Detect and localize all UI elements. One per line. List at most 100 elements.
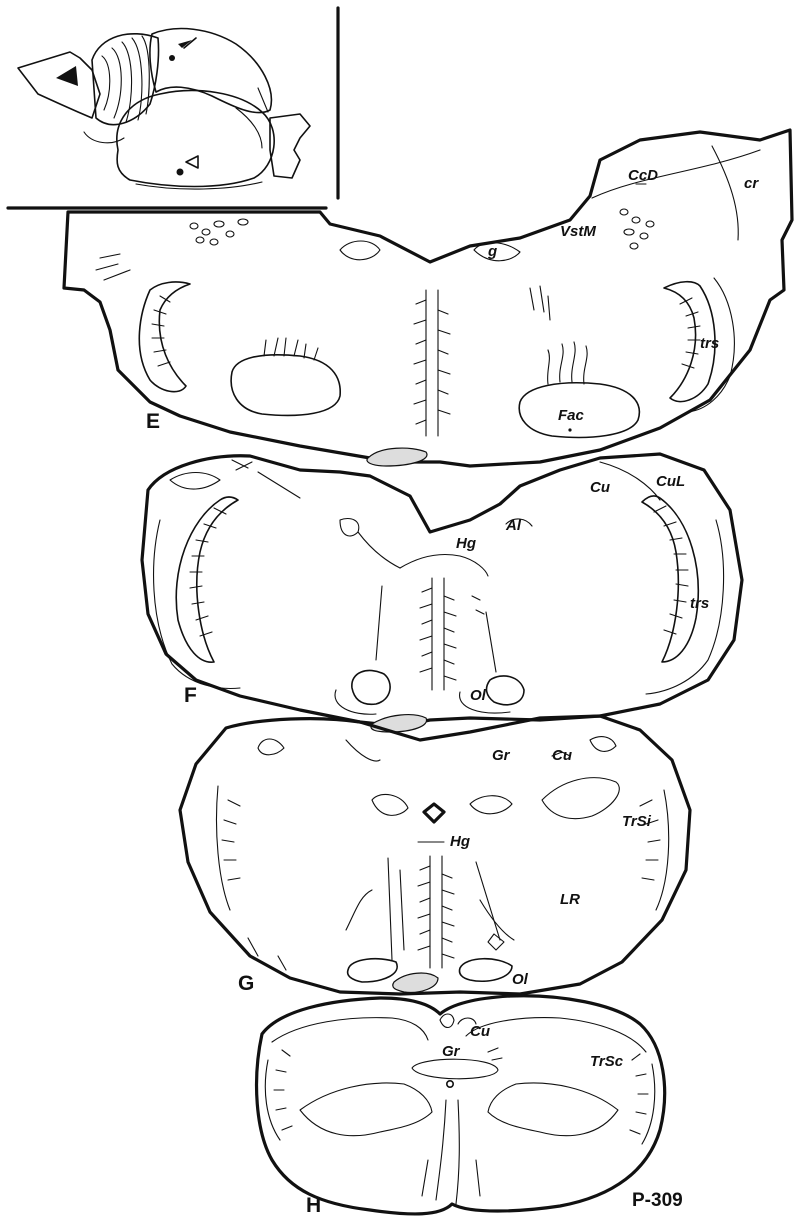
g-pyramid-blob [393, 973, 438, 992]
f-trigeminal-right [642, 496, 698, 662]
f-trigeminal-left [176, 497, 238, 662]
f-label-trs: trs [690, 595, 709, 612]
h-right-inner-ring [466, 1018, 646, 1052]
f-dorsal-line-left [258, 472, 300, 498]
section-f-letter: F [184, 684, 197, 707]
section-f-outline [142, 454, 742, 726]
inset-base-line [136, 182, 262, 189]
figure-id: P-309 [632, 1190, 683, 1211]
f-left-outer-tract [154, 520, 240, 688]
inset-arrowhead-black [56, 66, 78, 86]
section-g-letter: G [238, 972, 254, 995]
g-dorsal-line-left [346, 740, 380, 761]
f-right-marks [472, 596, 484, 614]
g-right-pericanal [470, 796, 512, 814]
e-label-ccd: CcD [628, 167, 658, 184]
inset-line-upper [258, 88, 268, 112]
e-left-nucleus-rootlets [264, 338, 318, 360]
e-facial-rootlets [548, 342, 588, 384]
h-central-canal [447, 1081, 453, 1087]
g-label-trsi: TrSi [622, 813, 652, 830]
f-label-hg: Hg [456, 535, 476, 552]
f-raphe-hatch [420, 588, 456, 680]
e-lateral-marks [96, 254, 130, 280]
section-h: Gr Cu TrSc H [257, 996, 665, 1217]
e-dorsal-cell-clusters-right [620, 209, 654, 249]
h-label-cu: Cu [470, 1023, 490, 1040]
g-central-canal [424, 804, 444, 822]
g-olive-left [348, 959, 398, 982]
g-dorsal-patch-left [258, 739, 284, 755]
h-gracile-mark [440, 1014, 454, 1028]
h-speckle-marks [488, 1048, 502, 1060]
h-lateral-tracts [265, 1060, 654, 1144]
f-olive-left [352, 670, 390, 704]
f-central-arc [400, 555, 488, 577]
inset-dot-upper [169, 55, 175, 61]
inset-arrow-open [186, 156, 198, 168]
section-e-letter: E [146, 410, 160, 433]
e-dorsal-cell-clusters-left [190, 219, 248, 245]
g-olive-right [459, 959, 512, 982]
g-dorsal-patch-right [590, 737, 616, 752]
e-left-nucleus [231, 355, 340, 416]
g-label-lr: LR [560, 891, 580, 908]
e-label-cr: cr [744, 175, 759, 192]
f-dorsal-patch-left [170, 473, 220, 490]
brain-rostral-outline [18, 52, 100, 118]
e-label-trs: trs [700, 335, 719, 352]
e-cr-boundary [712, 146, 738, 240]
section-h-outline [257, 996, 665, 1214]
h-grey-right-wing [488, 1083, 618, 1136]
f-left-dorsal-ring [340, 519, 359, 537]
f-trs-tract-line [646, 520, 724, 694]
brain-caudal-outline [270, 114, 310, 178]
e-label-vstm: VstM [560, 223, 596, 240]
g-trsi-tract [656, 790, 669, 910]
h-grey-left-wing [300, 1083, 432, 1136]
e-speck [568, 428, 571, 431]
f-label-ol: Ol [470, 687, 487, 704]
g-midline-raphe [430, 856, 442, 968]
h-ventral-columns [422, 1160, 480, 1196]
h-central-grey [412, 1059, 498, 1079]
g-label-hg: Hg [450, 833, 470, 850]
e-vestibular-left-patch [340, 241, 380, 260]
g-label-gr: Gr [492, 747, 511, 764]
brainstem-inset-curve [84, 132, 124, 143]
e-label-fac: Fac [558, 407, 585, 424]
g-raphe-hatch [418, 866, 454, 958]
g-left-pericanal [372, 794, 408, 815]
f-label-cul: CuL [656, 473, 685, 490]
f-midline-raphe [432, 578, 444, 690]
f-right-vertical [486, 612, 496, 672]
h-ventral-fissure [436, 1100, 459, 1204]
section-h-letter: H [306, 1194, 321, 1217]
e-fiber-marks [530, 286, 550, 320]
cerebral-lobe-upper [150, 29, 271, 113]
g-trsi-hatch [640, 800, 660, 880]
h-label-gr: Gr [442, 1043, 461, 1060]
cerebellum-folia [102, 36, 149, 122]
inset-line-lower [236, 108, 262, 148]
g-left-tract-hatch [222, 800, 240, 880]
g-label-cu: Cu [552, 747, 572, 764]
e-label-g: g [487, 243, 497, 260]
g-label-ol: Ol [512, 971, 529, 988]
e-dorsal-inner-line [592, 150, 760, 198]
f-dorsal-notch [232, 460, 252, 470]
g-lateral-ring [542, 778, 619, 819]
e-raphe-hatch [414, 300, 450, 424]
f-label-al: Al [505, 517, 522, 534]
g-left-columns [388, 858, 404, 960]
section-g: Gr Cu TrSi Hg LR Ol G [180, 716, 690, 995]
g-olive-arrow [488, 934, 504, 950]
f-left-oblique [358, 532, 400, 568]
h-left-inner-ring [272, 1018, 428, 1042]
inset-dot-lower [177, 169, 184, 176]
h-label-trsc: TrSc [590, 1053, 624, 1070]
f-olive-right [487, 676, 524, 705]
section-e: CcD cr VstM g trs Fac E [64, 130, 792, 466]
